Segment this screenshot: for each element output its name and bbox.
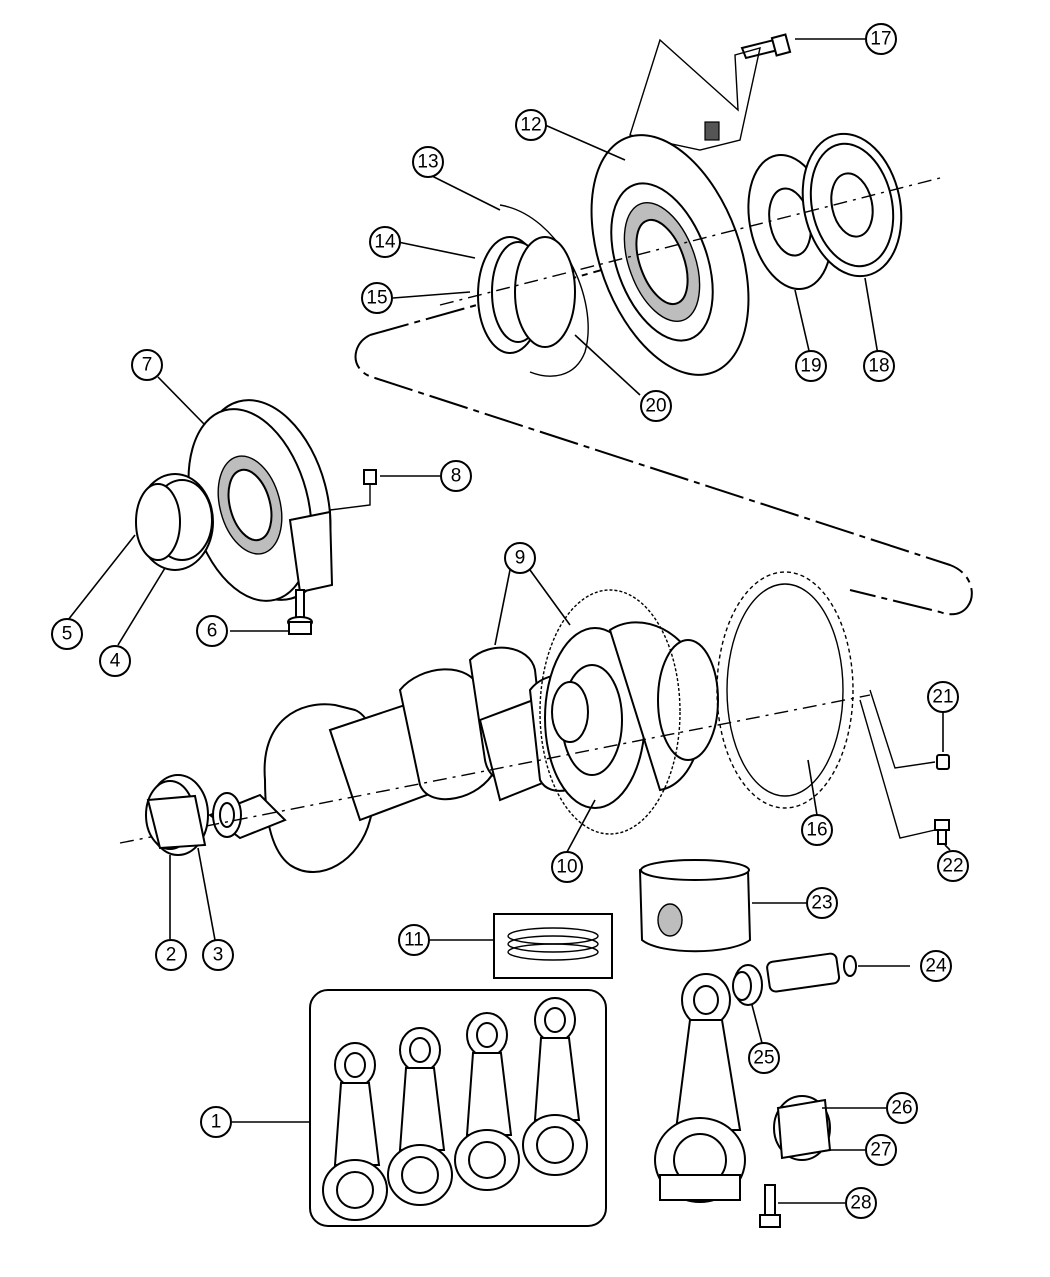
part-22-bolt xyxy=(859,699,950,845)
svg-text:11: 11 xyxy=(404,930,424,951)
callout-16: 16 xyxy=(801,814,833,846)
part-12-rear-seal-retainer xyxy=(590,38,761,376)
callout-4: 4 xyxy=(99,645,131,677)
callout-20: 20 xyxy=(640,390,672,422)
svg-text:3: 3 xyxy=(213,945,224,966)
callout-3: 3 xyxy=(202,939,234,971)
callout-25: 25 xyxy=(748,1042,780,1074)
svg-text:27: 27 xyxy=(870,1140,891,1161)
callout-5: 5 xyxy=(51,618,83,650)
part-24-piston-pin xyxy=(766,952,857,993)
svg-text:9: 9 xyxy=(515,548,526,569)
callout-18: 18 xyxy=(863,350,895,382)
svg-text:13: 13 xyxy=(417,152,438,173)
leader-lines xyxy=(67,38,951,1204)
svg-text:16: 16 xyxy=(806,820,827,841)
svg-text:12: 12 xyxy=(520,115,541,136)
callout-11: 11 xyxy=(398,924,430,956)
part-28-rod-bolt xyxy=(759,1184,781,1228)
svg-text:10: 10 xyxy=(556,857,577,878)
svg-text:18: 18 xyxy=(868,356,889,377)
callout-17: 17 xyxy=(865,23,897,55)
svg-text:17: 17 xyxy=(870,29,891,50)
callout-2: 2 xyxy=(155,939,187,971)
callout-13: 13 xyxy=(412,146,444,178)
callout-7: 7 xyxy=(131,349,163,381)
svg-text:24: 24 xyxy=(925,956,947,977)
part-4-front-bearing xyxy=(135,473,214,571)
part-26-rod-bearing xyxy=(773,1095,832,1161)
callout-21: 21 xyxy=(927,681,959,713)
svg-text:28: 28 xyxy=(850,1193,871,1214)
svg-text:20: 20 xyxy=(645,396,666,417)
part-7-front-cover xyxy=(187,399,334,602)
part-2-main-bearing xyxy=(145,774,209,856)
part-23-piston xyxy=(638,859,752,953)
part-8-dowel xyxy=(329,469,377,511)
svg-text:8: 8 xyxy=(451,466,462,487)
part-17-bolt xyxy=(740,33,792,60)
callout-6: 6 xyxy=(196,615,228,647)
svg-text:4: 4 xyxy=(110,651,121,672)
svg-text:7: 7 xyxy=(142,355,153,376)
callout-10: 10 xyxy=(551,851,583,883)
svg-text:25: 25 xyxy=(753,1048,774,1069)
crank-centerline xyxy=(119,694,871,844)
callout-28: 28 xyxy=(845,1187,877,1219)
svg-text:1: 1 xyxy=(211,1112,222,1133)
callout-8: 8 xyxy=(440,460,472,492)
part-18-drive-plate xyxy=(801,132,903,278)
part-21-dowel-pin xyxy=(869,689,950,770)
svg-text:22: 22 xyxy=(942,856,963,877)
assembly-loop-line xyxy=(354,334,973,616)
part-13-seal-ring xyxy=(499,204,589,377)
part-6-plug xyxy=(287,589,313,635)
svg-text:19: 19 xyxy=(800,356,821,377)
callout-23: 23 xyxy=(806,887,838,919)
callout-22: 22 xyxy=(937,850,969,882)
part-10-crank-gear xyxy=(539,589,681,835)
part-16-tone-wheel xyxy=(716,571,854,809)
part-9-crankshaft xyxy=(207,621,719,874)
callout-15: 15 xyxy=(361,282,393,314)
svg-text:15: 15 xyxy=(366,288,387,309)
callout-12: 12 xyxy=(515,109,547,141)
part-1-connecting-rod-set xyxy=(309,989,607,1227)
part-11-piston-ring-set xyxy=(493,913,613,979)
part-25-pin-bushing xyxy=(732,964,763,1006)
callout-27: 27 xyxy=(865,1134,897,1166)
callout-14: 14 xyxy=(369,226,401,258)
svg-text:5: 5 xyxy=(62,624,73,645)
callout-19: 19 xyxy=(795,350,827,382)
callout-24: 24 xyxy=(920,950,952,982)
callout-26: 26 xyxy=(886,1092,918,1124)
single-connecting-rod xyxy=(654,973,746,1203)
svg-text:2: 2 xyxy=(166,945,177,966)
part-14-rear-seal xyxy=(477,236,576,354)
svg-text:26: 26 xyxy=(891,1098,912,1119)
svg-text:21: 21 xyxy=(932,687,953,708)
callout-1: 1 xyxy=(200,1106,232,1138)
svg-text:6: 6 xyxy=(207,621,218,642)
callout-9: 9 xyxy=(504,542,536,574)
svg-text:14: 14 xyxy=(374,232,396,253)
svg-text:23: 23 xyxy=(811,893,832,914)
